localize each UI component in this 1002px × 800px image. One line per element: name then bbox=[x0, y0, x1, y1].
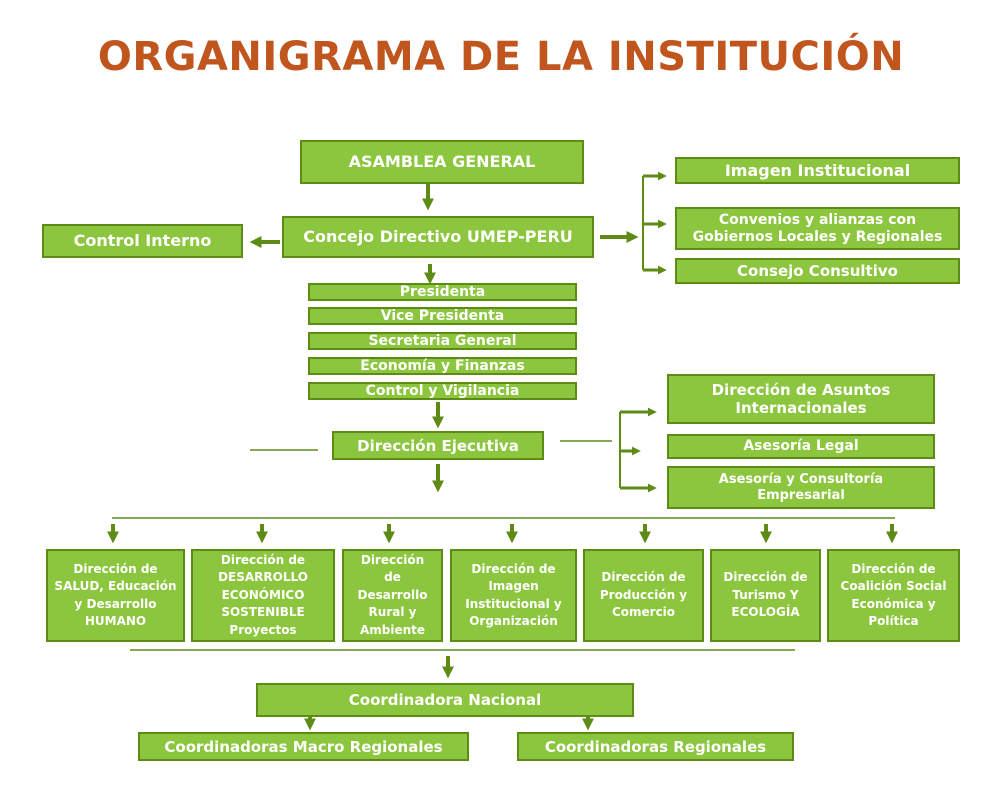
imagen-institucional-label: Imagen Institucional bbox=[724, 160, 911, 180]
asamblea-general-label: ASAMBLEA GENERAL bbox=[348, 152, 536, 172]
direction-label: Dirección de Turismo Y ECOLOGÍA bbox=[723, 570, 808, 620]
imagen-institucional-box: Imagen Institucional bbox=[675, 157, 960, 184]
officer-box: Secretaria General bbox=[308, 332, 577, 350]
direccion-ejecutiva-box: Dirección Ejecutiva bbox=[332, 431, 544, 460]
asamblea-general-box: ASAMBLEA GENERAL bbox=[300, 140, 584, 184]
officer-label: Economía y Finanzas bbox=[360, 357, 525, 374]
asesoria-legal-box: Asesoría Legal bbox=[667, 434, 935, 459]
concejo-directivo-box: Concejo Directivo UMEP-PERU bbox=[282, 216, 594, 258]
officer-box: Vice Presidenta bbox=[308, 307, 577, 325]
concejo-directivo-label: Concejo Directivo UMEP-PERU bbox=[303, 227, 573, 247]
officer-box: Economía y Finanzas bbox=[308, 357, 577, 375]
asesoria-legal-label: Asesoría Legal bbox=[743, 438, 859, 455]
convenios-label: Convenios y alianzas con Gobiernos Local… bbox=[692, 211, 943, 245]
asesoria-consultoria-label: Asesoría y Consultoría Empresarial bbox=[718, 471, 884, 503]
consejo-consultivo-label: Consejo Consultivo bbox=[737, 262, 898, 280]
asuntos-internacionales-box: Dirección de Asuntos Internacionales bbox=[667, 374, 935, 424]
direction-label: Dirección de Imagen Institucional y Orga… bbox=[465, 561, 562, 628]
direction-label: Dirección de Desarrollo Rural y Ambiente bbox=[357, 553, 428, 637]
coordinadora-nacional-box: Coordinadora Nacional bbox=[256, 683, 634, 717]
direction-box: Dirección de Imagen Institucional y Orga… bbox=[450, 549, 577, 642]
asuntos-internacionales-label: Dirección de Asuntos Internacionales bbox=[711, 381, 891, 417]
direction-box: Dirección de Desarrollo Rural y Ambiente bbox=[342, 549, 443, 642]
coordinadora-nacional-label: Coordinadora Nacional bbox=[348, 691, 542, 709]
direction-label: Dirección de SALUD, Educación y Desarrol… bbox=[54, 561, 177, 628]
page-title: ORGANIGRAMA DE LA INSTITUCIÓN bbox=[97, 34, 905, 80]
direccion-ejecutiva-label: Dirección Ejecutiva bbox=[357, 436, 519, 455]
direction-box: Dirección de DESARROLLO ECONÓMICO SOSTEN… bbox=[191, 549, 335, 642]
direction-box: Dirección de Turismo Y ECOLOGÍA bbox=[710, 549, 821, 642]
control-interno-box: Control Interno bbox=[42, 224, 243, 258]
officer-box: Control y Vigilancia bbox=[308, 382, 577, 400]
direction-box: Dirección de Producción y Comercio bbox=[583, 549, 704, 642]
coordinadoras-regionales-label: Coordinadoras Regionales bbox=[544, 737, 767, 756]
officer-label: Presidenta bbox=[399, 283, 486, 300]
officer-label: Control y Vigilancia bbox=[365, 382, 520, 399]
asesoria-consultoria-box: Asesoría y Consultoría Empresarial bbox=[667, 466, 935, 509]
direction-label: Dirección de Coalición Social Económica … bbox=[840, 561, 947, 628]
direction-label: Dirección de Producción y Comercio bbox=[599, 570, 688, 620]
convenios-box: Convenios y alianzas con Gobiernos Local… bbox=[675, 207, 960, 250]
coordinadoras-regionales-box: Coordinadoras Regionales bbox=[517, 732, 794, 761]
officer-label: Vice Presidenta bbox=[380, 307, 505, 324]
coordinadoras-macro-box: Coordinadoras Macro Regionales bbox=[138, 732, 469, 761]
officer-label: Secretaria General bbox=[368, 332, 517, 349]
direction-label: Dirección de DESARROLLO ECONÓMICO SOSTEN… bbox=[218, 553, 308, 637]
direction-box: Dirección de SALUD, Educación y Desarrol… bbox=[46, 549, 185, 642]
coordinadoras-macro-label: Coordinadoras Macro Regionales bbox=[164, 737, 443, 756]
control-interno-label: Control Interno bbox=[73, 231, 212, 251]
direction-box: Dirección de Coalición Social Económica … bbox=[827, 549, 960, 642]
consejo-consultivo-box: Consejo Consultivo bbox=[675, 258, 960, 284]
officer-box: Presidenta bbox=[308, 283, 577, 301]
